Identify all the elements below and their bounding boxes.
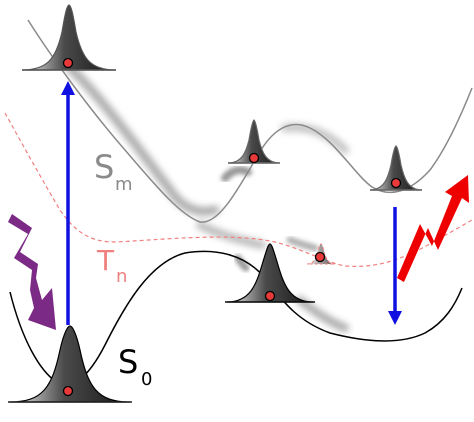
svg-text:S: S [118, 343, 138, 381]
trajectory-smear-tn [286, 236, 319, 252]
wavepacket-sm-franck-condon [21, 4, 117, 71]
svg-text:n: n [116, 266, 127, 287]
state-dot-s0 [62, 385, 74, 397]
state-dots [62, 57, 402, 397]
wavepacket-s0-mid [225, 243, 315, 303]
state-dot-sm-minimum [390, 177, 402, 189]
lightning-bolt-icon [8, 214, 56, 330]
state-dot-tn [314, 251, 326, 263]
state-dot-s0-mid [264, 290, 276, 302]
state-dot-sm-franck-condon [62, 57, 74, 69]
svg-text:S: S [94, 148, 114, 186]
label-tn: T n [96, 244, 127, 287]
trajectory-smear-isc [196, 221, 266, 249]
trajectory-smear-sm-descent [65, 63, 220, 216]
trajectory-smear-sm-mid [221, 166, 252, 182]
wavepacket-sm-minimum [369, 145, 423, 191]
tn-potential-curve [4, 112, 473, 267]
wavepacket-s0 [8, 325, 132, 403]
label-s0: S 0 [118, 343, 152, 390]
svg-text:0: 0 [141, 369, 152, 390]
trajectory-smear-s0-1 [234, 254, 250, 272]
lightning-bolt-icon [397, 175, 469, 282]
trajectory-blur [65, 63, 349, 332]
state-dot-sm-middle [248, 152, 260, 164]
trajectory-smear-s0-2 [296, 296, 349, 332]
svg-text:T: T [96, 244, 115, 277]
sm-potential-curve [27, 19, 473, 223]
label-sm: S m [94, 148, 133, 195]
svg-text:m: m [115, 174, 133, 195]
